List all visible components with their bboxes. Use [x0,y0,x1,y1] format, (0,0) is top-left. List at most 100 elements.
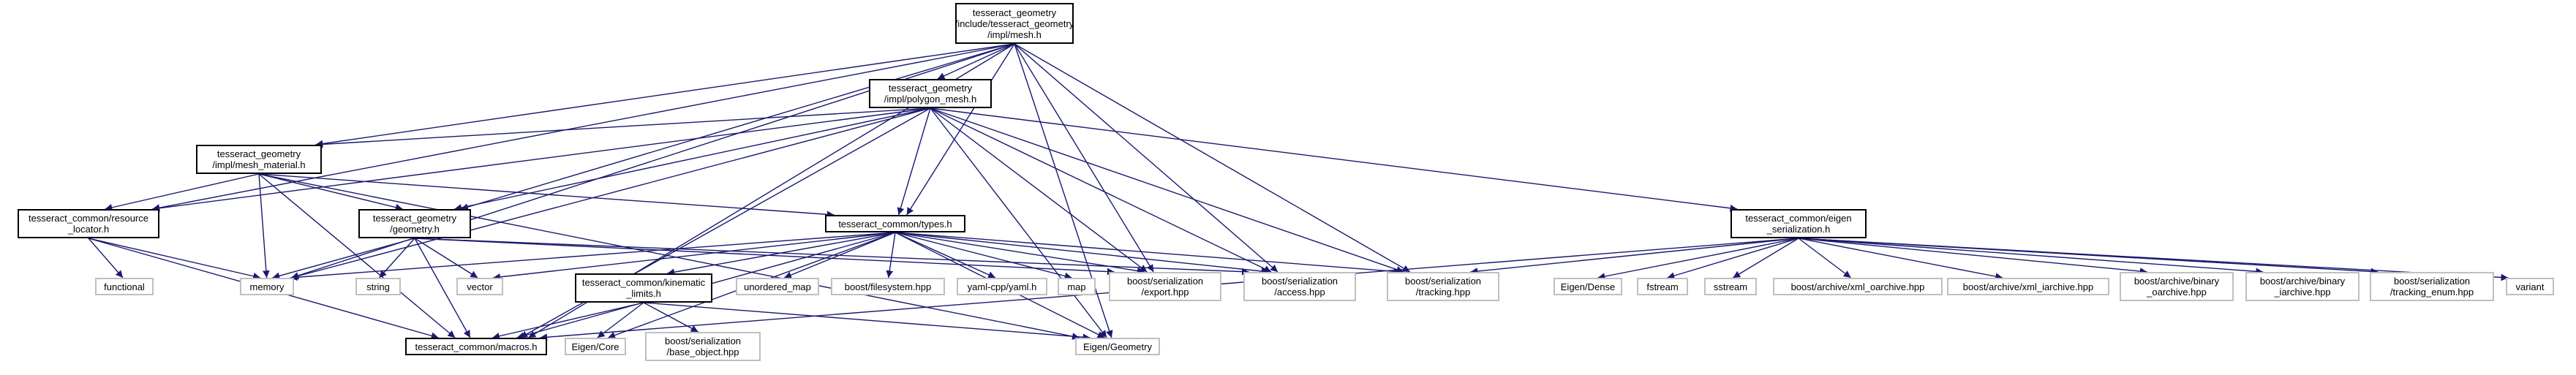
node-label-line: boost/archive/xml_iarchive.hpp [1962,281,2094,292]
node-label-line: unordered_map [744,281,811,292]
node-yaml-cpp[interactable]: yaml-cpp/yaml.h [957,278,1047,295]
edge-types-to-access [895,232,1269,275]
node-functional[interactable]: functional [95,278,154,295]
node-eigen-core[interactable]: Eigen/Core [565,338,626,355]
node-label-line: tesseract_geometry [972,7,1057,18]
node-label-line: boost/serialization [1261,276,1338,287]
node-sstream[interactable]: sstream [1704,278,1757,295]
edge-polygon_mesh-to-types [897,107,931,216]
node-label-line: /impl/polygon_mesh.h [884,94,977,105]
edge-geometry-to-string [379,238,415,279]
node-label-line: boost/archive/binary [2259,276,2346,287]
edge-eigen_serialization-to-binary_oarchive [1798,238,2147,275]
node-label-line: tesseract_common/types.h [838,218,952,230]
edge-eigen_serialization-to-eigen_dense [1597,238,1799,280]
edge-polygon_mesh-to-tracking [930,107,1404,273]
node-kinematic-limits-h[interactable]: tesseract_common/kinematic _limits.h [575,273,712,303]
node-label-line: tesseract_common/resource [28,213,148,224]
node-boost-tracking[interactable]: boost/serialization /tracking.hpp [1387,272,1499,301]
edge-types-to-tracking [895,232,1401,276]
edge-kinematic_limits-to-macros [492,302,644,340]
node-resource-locator-h[interactable]: tesseract_common/resource _locator.h [18,209,159,238]
node-xml-iarchive[interactable]: boost/archive/xml_iarchive.hpp [1947,278,2109,295]
edge-mesh_material-to-macros [258,173,456,338]
edge-polygon_mesh-to-geometry [454,107,931,211]
node-label-line: _locator.h [67,224,110,235]
edge-eigen_serialization-to-binary_iarchive [1798,238,2264,276]
node-label-line: /base_object.hpp [666,346,739,357]
node-label-line: /include/tesseract_geometry [954,18,1074,29]
edge-mesh-to-types [906,43,1015,216]
node-geometry-h[interactable]: tesseract_geometry /geometry.h [358,209,471,238]
node-memory[interactable]: memory [240,278,294,295]
node-label-line: memory [249,281,285,292]
node-label-line: boost/filesystem.hpp [844,281,932,292]
edge-mesh_material-to-types [258,173,835,219]
node-label-line: _oarchive.hpp [2147,287,2207,298]
node-label-line: tesseract_common/macros.h [415,341,538,352]
node-mesh-material-h[interactable]: tesseract_geometry /impl/mesh_material.h [196,145,322,174]
node-unordered-map[interactable]: unordered_map [736,278,819,295]
node-macros-h[interactable]: tesseract_common/macros.h [405,338,547,355]
node-label-line: tesseract_geometry [888,83,973,94]
node-label-line: /impl/mesh.h [987,29,1042,40]
edge-polygon_mesh-to-eigen_geometry [930,107,1107,338]
edge-kinematic_limits-to-eigen_geometry [643,302,1091,341]
node-vector[interactable]: vector [456,278,503,295]
edge-mesh-to-resource_locator [152,43,1015,211]
node-boost-access[interactable]: boost/serialization /access.hpp [1243,272,1356,301]
node-mesh-h[interactable]: tesseract_geometry /include/tesseract_ge… [955,3,1074,44]
node-label-line: boost/serialization [664,336,742,346]
node-label-line: boost/archive/binary [2134,276,2220,287]
node-eigen-serialization-h[interactable]: tesseract_common/eigen _serialization.h [1730,209,1867,238]
node-label-line: sstream [1713,281,1748,292]
node-tracking-enum[interactable]: boost/serialization /tracking_enum.hpp [2370,272,2494,301]
edge-polygon_mesh-to-resource_locator [152,107,931,212]
node-fstream[interactable]: fstream [1637,278,1688,295]
edge-mesh_material-to-memory [258,173,270,279]
node-eigen-geometry[interactable]: Eigen/Geometry [1075,338,1160,355]
node-label-line: boost/serialization [2393,276,2471,287]
node-eigen-dense[interactable]: Eigen/Dense [1553,278,1622,295]
node-types-h[interactable]: tesseract_common/types.h [825,215,965,232]
node-label-line: yaml-cpp/yaml.h [967,281,1037,292]
node-label-line: functional [104,281,145,292]
edge-polygon_mesh-to-export [930,107,1148,273]
edge-eigen_serialization-to-tracking [1470,238,1799,275]
node-string[interactable]: string [355,278,401,295]
node-label-line: _serialization.h [1766,224,1831,235]
node-map[interactable]: map [1058,278,1096,295]
edge-types-to-boost_filesystem [886,232,896,279]
node-label-line: boost/serialization [1404,276,1482,287]
node-binary-oarchive[interactable]: boost/archive/binary _oarchive.hpp [2120,272,2234,301]
node-label-line: /tracking.hpp [1415,287,1471,298]
node-label-line: /geometry.h [390,224,440,235]
edge-mesh-to-polygon_mesh [937,43,1015,80]
node-label-line: boost/serialization [1126,276,1204,287]
node-label-line: fstream [1646,281,1679,292]
node-label-line: /access.hpp [1274,287,1325,298]
node-label-line: tesseract_geometry [216,148,301,159]
edge-types-to-map [895,232,1072,280]
node-base-object[interactable]: boost/serialization /base_object.hpp [645,332,761,361]
edge-eigen_serialization-to-xml_oarchive [1798,238,1852,279]
node-boost-filesystem[interactable]: boost/filesystem.hpp [831,278,945,295]
node-polygon-mesh-h[interactable]: tesseract_geometry /impl/polygon_mesh.h [869,79,992,108]
edge-types-to-unordered_map [783,232,896,279]
node-label-line: Eigen/Core [571,341,619,352]
node-label-line: /tracking_enum.hpp [2389,287,2474,298]
edge-mesh-to-access [1014,43,1278,273]
edge-mesh-to-export [1014,43,1154,273]
node-variant[interactable]: variant [2506,278,2554,295]
edge-geometry-to-vector [414,238,478,279]
edge-types-to-yaml [895,232,996,279]
node-binary-iarchive[interactable]: boost/archive/binary _iarchive.hpp [2245,272,2360,301]
edge-types-to-memory [290,232,896,281]
edge-geometry-to-memory [272,238,415,280]
edge-polygon_mesh-to-eigen_serialization [930,107,1738,212]
node-boost-export[interactable]: boost/serialization /export.hpp [1109,272,1221,301]
edge-polygon_mesh-to-mesh_material [315,107,931,148]
node-xml-oarchive[interactable]: boost/archive/xml_oarchive.hpp [1773,278,1943,295]
